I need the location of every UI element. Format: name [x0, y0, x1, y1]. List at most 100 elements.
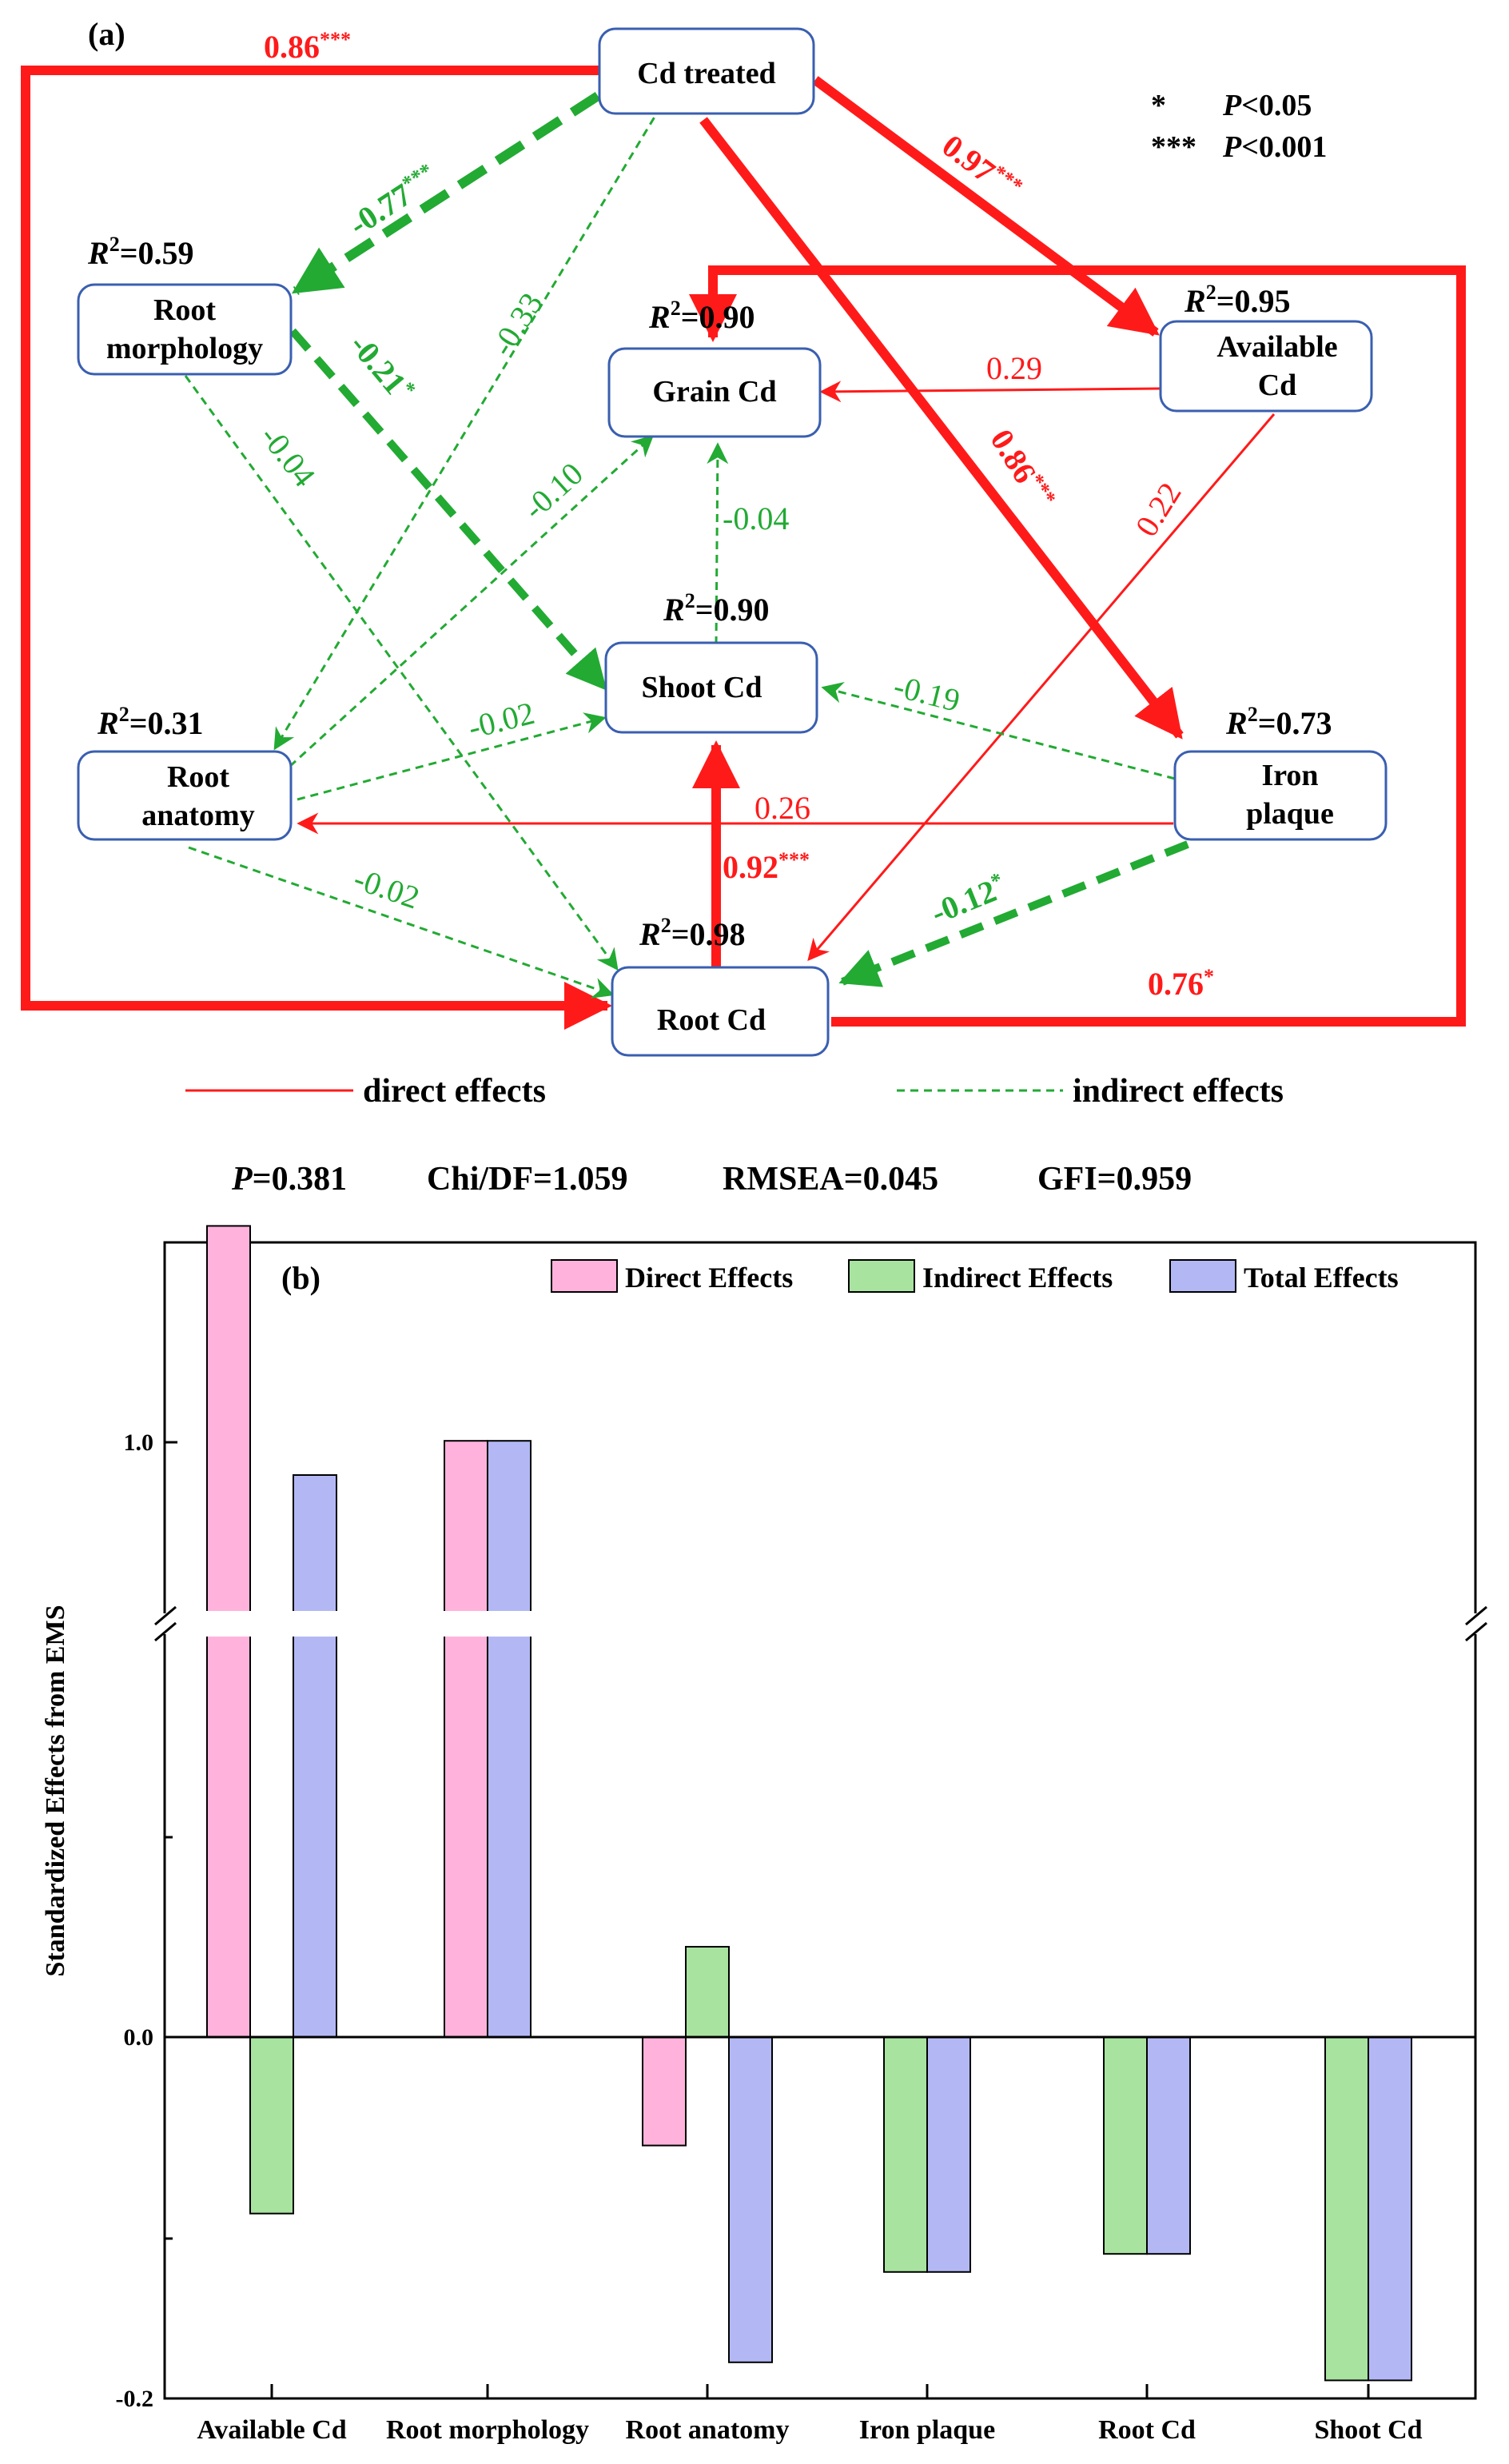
node-root-morphology: Root morphology R2=0.59: [77, 233, 293, 376]
edge-rootanat-shootcd: [297, 712, 607, 801]
sig-key-2-rest: <0.001: [1241, 130, 1327, 164]
x-tick-label: Root Cd: [1098, 2415, 1196, 2445]
sig-key-1-rest: <0.05: [1241, 89, 1312, 122]
node-shoot-cd-label: Shoot Cd: [642, 671, 762, 704]
bar-total-root-morphology: [487, 1440, 532, 2038]
edge-cdtreated-ironplaque: [699, 117, 1184, 740]
bar-total-available-cd: [293, 1474, 337, 2038]
edge-cdtreated-rootmorph: [291, 91, 601, 296]
edge-availcd-graincd: [819, 381, 1161, 403]
fit-p: P=0.381: [231, 1161, 347, 1198]
node-available-cd-line1: Available: [1216, 330, 1337, 364]
node-iron-plaque-r2: R2=0.73: [1225, 703, 1332, 741]
bar-indirect-root-anatomy: [685, 1946, 730, 2038]
y-tick-label: -0.2: [116, 2386, 154, 2412]
significance-key: * P<0.05 *** P<0.001: [1151, 89, 1327, 164]
legend-a: direct effects indirect effects: [185, 1073, 1284, 1110]
fit-gfi: GFI=0.959: [1037, 1161, 1192, 1198]
legend-swatch-indirect: [848, 1259, 915, 1293]
node-available-cd: Available Cd R2=0.95: [1159, 281, 1373, 413]
model-fit-stats: P=0.381 Chi/DF=1.059 RMSEA=0.045 GFI=0.9…: [231, 1161, 1192, 1198]
edge-cdtreated-rootcd: [21, 66, 612, 1030]
node-available-cd-line2: Cd: [1258, 369, 1297, 402]
bar-direct-root-anatomy: [642, 2036, 687, 2147]
bar-indirect-iron-plaque: [883, 2036, 928, 2273]
edge-cdtreated-availcd: [812, 76, 1160, 337]
node-root-anatomy-line1: Root: [167, 760, 229, 794]
edge-availcd-rootcd: [807, 413, 1276, 962]
panel-b-label: (b): [281, 1260, 321, 1296]
legend-swatch-total: [1169, 1259, 1236, 1293]
node-root-cd: Root Cd R2=0.98: [611, 914, 830, 1057]
node-root-anatomy: Root anatomy R2=0.31: [77, 703, 293, 841]
node-grain-cd-label: Grain Cd: [652, 375, 776, 409]
node-grain-cd: Grain Cd R2=0.90: [607, 297, 822, 438]
coef-availcd-rootcd: 0.22: [1128, 476, 1188, 543]
bar-indirect-available-cd: [249, 2036, 294, 2215]
coef-ironplaque-rootanat: 0.26: [754, 790, 810, 826]
coef-rootcd-graincd: 0.76*: [1148, 965, 1214, 1002]
y-tick-label: 0.0: [124, 2024, 154, 2051]
chart-frame: [163, 1241, 1477, 2400]
coef-shootcd-graincd: -0.04: [723, 500, 789, 536]
axis-break-gap: [157, 1611, 1483, 1637]
fit-chidf: Chi/DF=1.059: [427, 1161, 627, 1198]
edge-rootmorph-shootcd: [289, 328, 607, 691]
bar-total-root-anatomy: [728, 2036, 773, 2363]
x-tick-label: Available Cd: [197, 2415, 346, 2445]
edge-ironplaque-rootcd: [838, 840, 1189, 987]
legend-direct-label: direct effects: [363, 1073, 546, 1110]
fit-rmsea: RMSEA=0.045: [723, 1161, 938, 1198]
break-mark-left-2: [154, 1621, 177, 1642]
edge-ironplaque-shootcd: [821, 682, 1176, 780]
sig-key-1-stars: *: [1151, 89, 1166, 122]
node-root-morphology-line1: Root: [153, 293, 216, 327]
path-nodes: Cd treated Root morphology R2=0.59 Grain…: [77, 27, 1388, 1057]
legend-label-indirect: Indirect Effects: [922, 1262, 1113, 1294]
bar-total-shoot-cd: [1368, 2036, 1412, 2382]
node-cd-treated-label: Cd treated: [637, 57, 775, 90]
coef-availcd-graincd: 0.29: [986, 350, 1042, 386]
bar-direct-root-morphology: [444, 1440, 488, 2038]
coef-cdtreated-rootcd: 0.86***: [264, 28, 351, 65]
node-root-morphology-line2: morphology: [106, 332, 263, 365]
x-tick-label: Root anatomy: [626, 2415, 790, 2445]
node-root-cd-r2: R2=0.98: [639, 914, 745, 952]
node-iron-plaque-line1: Iron: [1261, 759, 1318, 792]
node-iron-plaque-line2: plaque: [1246, 797, 1334, 831]
chart-legend: Direct Effects Indirect Effects Total Ef…: [551, 1259, 1399, 1294]
coef-ironplaque-shootcd: -0.19: [890, 668, 964, 719]
y-axis-label: Standardized Effects from EMS: [41, 1605, 70, 1977]
coef-rootanat-graincd: -0.10: [516, 455, 590, 526]
y-ticks: -0.2 0.0 1.0: [116, 1429, 177, 2412]
node-available-cd-r2: R2=0.95: [1184, 281, 1290, 319]
break-mark-right-2: [1465, 1621, 1487, 1642]
node-root-anatomy-line2: anatomy: [141, 799, 254, 832]
node-iron-plaque: Iron plaque R2=0.73: [1173, 703, 1388, 841]
node-root-anatomy-r2: R2=0.31: [97, 703, 203, 741]
edge-rootanat-graincd: [278, 435, 654, 777]
y-tick-label: 1.0: [124, 1429, 154, 1456]
sig-key-2-text: P<0.001: [1222, 130, 1327, 164]
node-cd-treated: Cd treated: [598, 27, 815, 115]
coef-cdtreated-rootanat: -0.33: [484, 286, 549, 362]
chart-bars: [206, 1225, 1412, 2382]
legend-label-direct: Direct Effects: [625, 1262, 793, 1294]
path-coefficients: 0.86*** -0.77*** 0.97*** 0.86*** -0.33 -…: [253, 28, 1214, 1002]
node-root-cd-label: Root Cd: [657, 1003, 766, 1037]
break-mark-left-1: [154, 1605, 177, 1626]
sig-key-1-text: P<0.05: [1222, 89, 1312, 122]
legend-indirect-label: indirect effects: [1073, 1073, 1284, 1110]
path-edges: [21, 66, 1466, 1030]
node-shoot-cd-r2: R2=0.90: [663, 589, 769, 628]
bar-total-iron-plaque: [926, 2036, 971, 2273]
x-tick-label: Shoot Cd: [1314, 2415, 1422, 2445]
break-mark-right-1: [1465, 1605, 1487, 1626]
panel-a-label: (a): [88, 16, 125, 52]
bar-indirect-root-cd: [1103, 2036, 1148, 2255]
coef-rootmorph-rootcd: -0.04: [253, 419, 323, 493]
bar-indirect-shoot-cd: [1324, 2036, 1369, 2382]
